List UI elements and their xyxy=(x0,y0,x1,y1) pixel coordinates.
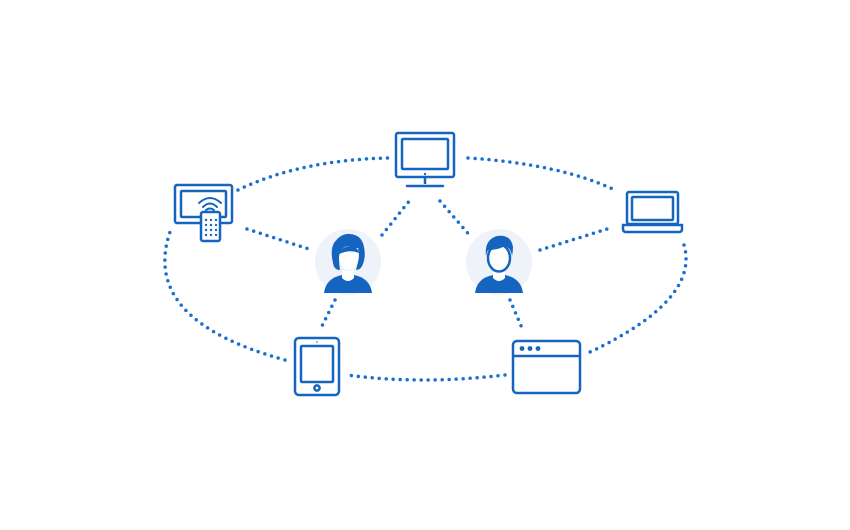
link-man-browser xyxy=(508,298,524,330)
link-browser-tablet xyxy=(346,373,507,382)
link-laptop-browser xyxy=(588,243,688,354)
man-user-icon xyxy=(466,229,532,295)
link-tv-desktop xyxy=(236,156,390,192)
smart-tv-remote-icon xyxy=(173,183,234,243)
browser-window-icon xyxy=(511,339,582,395)
link-man-laptop xyxy=(538,227,609,252)
woman-user-icon xyxy=(315,229,381,295)
tablet-icon xyxy=(293,336,341,397)
desktop-monitor-icon xyxy=(394,131,456,188)
link-woman-desktop xyxy=(380,198,412,237)
link-woman-tablet xyxy=(318,298,337,332)
link-tablet-tv xyxy=(163,230,287,362)
link-man-desktop xyxy=(438,199,474,240)
laptop-icon xyxy=(621,190,684,234)
link-desktop-laptop xyxy=(466,156,617,192)
link-woman-tv xyxy=(245,227,314,252)
